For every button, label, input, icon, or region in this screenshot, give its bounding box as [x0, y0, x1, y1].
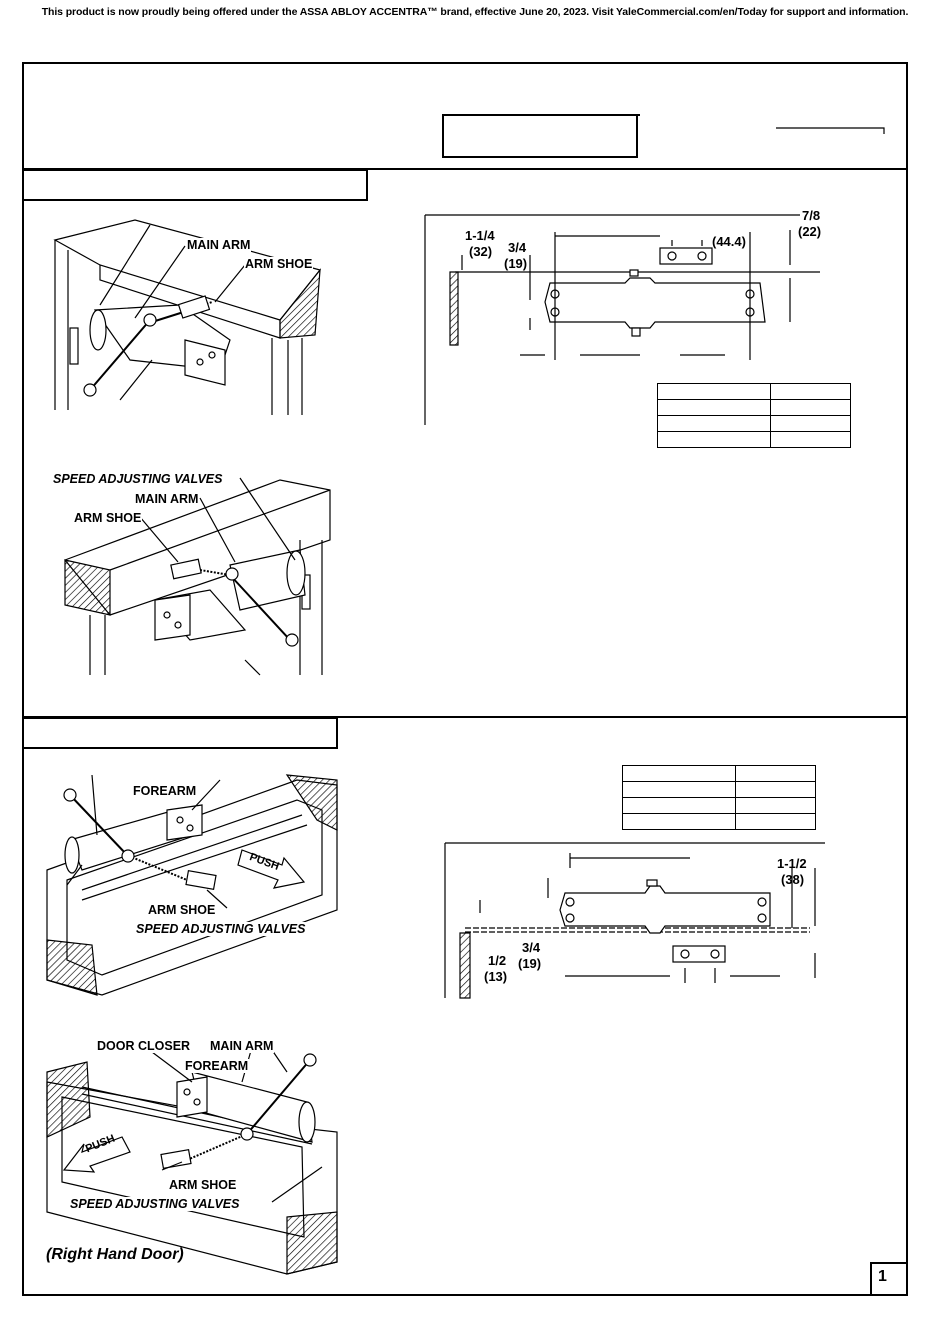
spec-table-top	[657, 383, 851, 448]
label-arm-shoe-4: ARM SHOE	[168, 1178, 238, 1192]
label-arm-shoe-1: ARM SHOE	[244, 257, 314, 271]
label-door-closer: DOOR CLOSER	[96, 1039, 192, 1053]
label-speed-valves-3: SPEED ADJUSTING VALVES	[69, 1197, 241, 1211]
section-header-bottom	[24, 717, 338, 749]
closer-illustration-top-2	[64, 477, 331, 676]
dim-top-3-mm: (44.4)	[712, 234, 746, 249]
dimension-drawing-top	[424, 214, 820, 425]
dim-top-1-mm: (32)	[469, 244, 493, 259]
dim-top-4-frac: 7/8	[802, 208, 821, 223]
instruction-sheet: 1	[22, 62, 908, 1296]
label-main-arm-2: MAIN ARM	[134, 492, 200, 506]
dim-bottom-1-frac: 1-1/2	[777, 856, 807, 871]
label-speed-valves-1: SPEED ADJUSTING VALVES	[52, 472, 224, 486]
label-speed-valves-2: SPEED ADJUSTING VALVES	[135, 922, 307, 936]
caption-right-hand-door: (Right Hand Door)	[46, 1246, 184, 1263]
closer-illustration-top-1	[53, 219, 322, 415]
dim-top-2-frac: 3/4	[508, 240, 527, 255]
section-divider-top	[24, 168, 906, 170]
dim-bottom-3-frac: 1/2	[488, 953, 507, 968]
title-box	[442, 114, 640, 158]
dim-bottom-2-mm: (19)	[518, 956, 542, 971]
dim-bottom-3-mm: (13)	[484, 969, 508, 984]
section-header-top	[24, 169, 368, 201]
dim-bottom-2-frac: 3/4	[522, 940, 541, 955]
dimension-drawing-bottom	[444, 842, 825, 999]
label-main-arm-3: MAIN ARM	[209, 1039, 275, 1053]
spec-table-bottom	[622, 765, 816, 830]
label-main-arm-1: MAIN ARM	[186, 238, 252, 252]
label-arm-shoe-3: ARM SHOE	[147, 903, 217, 917]
notice-banner: This product is now proudly being offere…	[41, 6, 909, 18]
section-divider-bottom	[24, 716, 906, 718]
label-forearm-1: FOREARM	[132, 784, 198, 798]
dim-bottom-1-mm: (38)	[781, 872, 805, 887]
label-forearm-2: FOREARM	[184, 1059, 250, 1073]
page-number: 1	[870, 1262, 906, 1294]
closer-illustration-bottom-2	[46, 1046, 338, 1275]
closer-illustration-bottom-1	[46, 774, 338, 996]
header-right-mark	[776, 127, 885, 134]
dim-top-4-mm: (22)	[798, 224, 822, 239]
dim-top-2-mm: (19)	[504, 256, 528, 271]
label-arm-shoe-2: ARM SHOE	[73, 511, 143, 525]
dim-top-1-frac: 1-1/4	[465, 228, 495, 243]
